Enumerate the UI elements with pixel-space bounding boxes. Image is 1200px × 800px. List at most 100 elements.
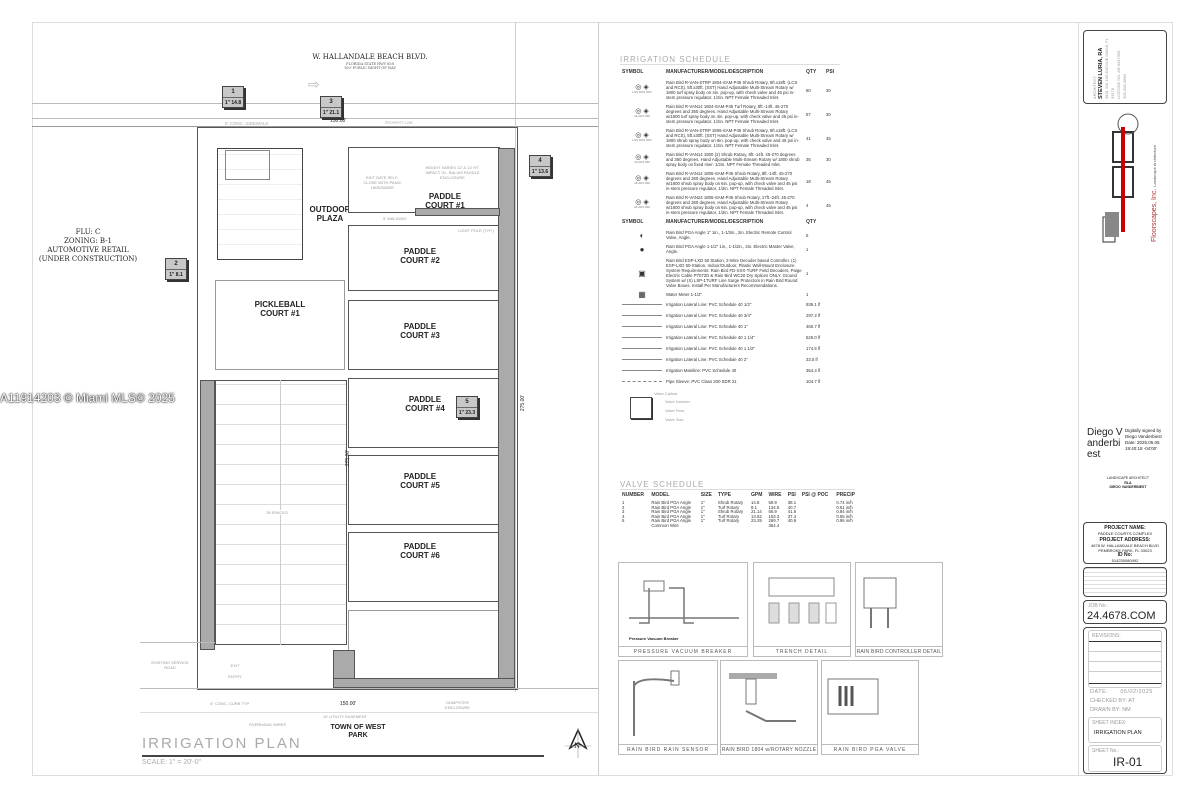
valve-cell: 153.3 <box>768 513 780 519</box>
court-label: PADDLE COURT #1 <box>425 192 465 210</box>
schedule-psi: 30 <box>826 157 831 162</box>
valve-cell: 2 <box>622 504 625 510</box>
valve-header: PRECIP <box>836 492 855 498</box>
schedule-qty: 174.5 lf <box>806 346 821 351</box>
service-road-label: EXISTING SERVICE ROAD <box>151 660 189 670</box>
valve-cell: 269.7 <box>768 518 780 524</box>
schedule-qty: 4 <box>806 202 809 208</box>
court-label: PADDLE COURT #3 <box>400 322 440 340</box>
detail-caption: RAIN BIRD 1804 w/ROTARY NOZZLE <box>721 744 817 754</box>
sheet-border-top <box>32 22 1172 23</box>
schedule-desc: Rain Bird R-VAN-STRP 1806-SAM-P45 Shrub … <box>666 128 800 148</box>
digital-signature-note: Digitally signed by Diego Vanderbiest Da… <box>1125 428 1162 451</box>
valve-cell: Turf Rotary <box>717 518 740 524</box>
schedule-qty: 60 <box>806 87 811 93</box>
court-label: PADDLE COURT #6 <box>400 542 440 560</box>
restroom <box>225 150 270 180</box>
building <box>217 148 303 260</box>
direction-arrow-icon: ⇨ <box>308 76 320 92</box>
schedule-row: Irrigation Lateral Line: PVC Schedule 40… <box>620 354 840 365</box>
schedule-row: ◐ Rain Bird PGA Angle 1" 1in., 1-1/2in., … <box>620 228 840 242</box>
street-sub: FLORIDA STATE HWY 858 <box>346 62 394 66</box>
valve-cell: 0.61 in/h <box>836 504 853 510</box>
service-road-line <box>140 642 215 643</box>
landscape-strip-east <box>498 148 515 688</box>
valve-header: MODEL <box>651 492 670 498</box>
schedule-desc: Rain Bird R-VAN14 1804-SAM-P45 Turf Rota… <box>666 104 799 124</box>
valve-schedule-title: VALVE SCHEDULE <box>620 480 855 490</box>
court-label: PADDLE COURT #4 <box>405 395 445 413</box>
schedule-qty: 104.7 lf <box>806 379 821 384</box>
valve-cell <box>716 524 749 529</box>
project-name-label: PROJECT NAME: <box>1104 525 1146 531</box>
valve-cell <box>699 524 716 529</box>
architect-stamp: ARCHITECT: STEVEN LURIA, RA 3841 SW 100 … <box>1083 30 1167 104</box>
valve-header: TYPE <box>717 492 731 498</box>
schedule-qty: 939.1 lf <box>806 302 821 307</box>
schedule-row: Irrigation Lateral Line: PVC Schedule 40… <box>620 332 840 343</box>
valve-cell: Rain Bird PGA Angle <box>651 504 692 510</box>
valve-cell: Shrub Rotary <box>717 500 744 505</box>
valve-cell: 1 <box>622 500 625 505</box>
revisions-table: REVISIONS: <box>1088 630 1162 688</box>
landscape-strip-south <box>333 678 515 688</box>
schedule-qty: 57 <box>806 111 811 117</box>
sheet-number-box: SHEET No.: IR-01 <box>1088 745 1162 772</box>
detail-trench: TRENCH DETAIL <box>753 562 851 657</box>
sprinkler-symbol-icon: ◎ ◈14-ADJ 360 <box>634 153 650 164</box>
sheet-border-bottom <box>32 775 1172 776</box>
valve-cell <box>786 524 800 529</box>
firm-name: Floorscapes, Inc. Landscape Architecture <box>1151 144 1158 242</box>
valve-cell: Shrub Rotary <box>717 509 744 515</box>
dimension-bottom: 150.00' <box>340 701 357 707</box>
sidewalk-line <box>32 126 598 127</box>
zoning-block: FLU: C ZONING: B-1 AUTOMOTIVE RETAIL (UN… <box>38 228 138 264</box>
schedule-desc: Rain Bird R-VAN24 1806-SAM-P45 Shrub Rot… <box>666 195 798 215</box>
exit-gate-note: EXIT GATE SELF-CLOSE WITH PANIC HARDWARE <box>363 175 402 190</box>
job-number: 24.4678.COM <box>1087 610 1156 622</box>
valve-cell: 56.9 <box>768 509 777 515</box>
drawn-row: DRAWN BY: NM <box>1090 707 1131 713</box>
walkway-label: 5' WALKWAY <box>383 216 407 221</box>
dimension-side: 275.00' <box>520 394 527 412</box>
legend-text: Valve Number <box>665 399 691 404</box>
dumpster-note: DUMPSTER ENCLOSURE <box>445 700 470 710</box>
watermark: A11914203 © Miami MLS© 2025 <box>0 391 175 405</box>
schedule-qty: 1 <box>806 246 809 252</box>
schedule-desc: Rain Bird PGA Angle 1" 1in., 1-1/2in., 2… <box>666 230 792 240</box>
height-note: HEIGHT VARIES 12' & 13' HT. IMPACT GL. B… <box>425 165 480 180</box>
detail-1804-rotary: RAIN BIRD 1804 w/ROTARY NOZZLE <box>720 660 818 755</box>
court-label: PADDLE COURT #2 <box>400 247 440 265</box>
schedule-desc: Irrigation Mainline: PVC Schedule 40 <box>666 368 737 373</box>
town-label: TOWN OF WEST PARK <box>330 724 386 739</box>
flu-text: FLU: C <box>75 228 101 236</box>
controller-drawing <box>863 577 897 628</box>
job-number-box: JOB No.: 24.4678.COM <box>1083 600 1167 624</box>
title-underline <box>142 755 544 757</box>
valve-cell: 5 <box>622 518 625 524</box>
schedule-psi: 45 <box>826 135 831 141</box>
equipment-symbol-icon: ◐ <box>639 230 645 240</box>
schedule-qty: 41 <box>806 135 811 141</box>
disclaimer-box <box>1083 567 1167 597</box>
rain-sensor-drawing <box>633 670 680 736</box>
valve-cell: 1" <box>700 500 705 505</box>
pvb-drawing <box>629 580 739 624</box>
sheet-index-box: SHEET INDEX: IRRIGATION PLAN <box>1088 717 1162 743</box>
schedule-qty: 33.5 lf <box>806 357 818 362</box>
dumpster-area <box>348 610 500 680</box>
checked-row: CHECKED BY: AT <box>1090 698 1135 704</box>
zoning-text: ZONING: B-1 <box>64 237 112 245</box>
valve-header: PSI <box>787 492 796 498</box>
landscape-strip <box>415 208 500 216</box>
valve-cell: 0.65 in/h <box>836 513 853 519</box>
schedule-desc: Rain Bird R-VAN14 1800 (2) Shrub Rotary,… <box>666 152 800 167</box>
exit-label: EXIT <box>230 663 240 668</box>
